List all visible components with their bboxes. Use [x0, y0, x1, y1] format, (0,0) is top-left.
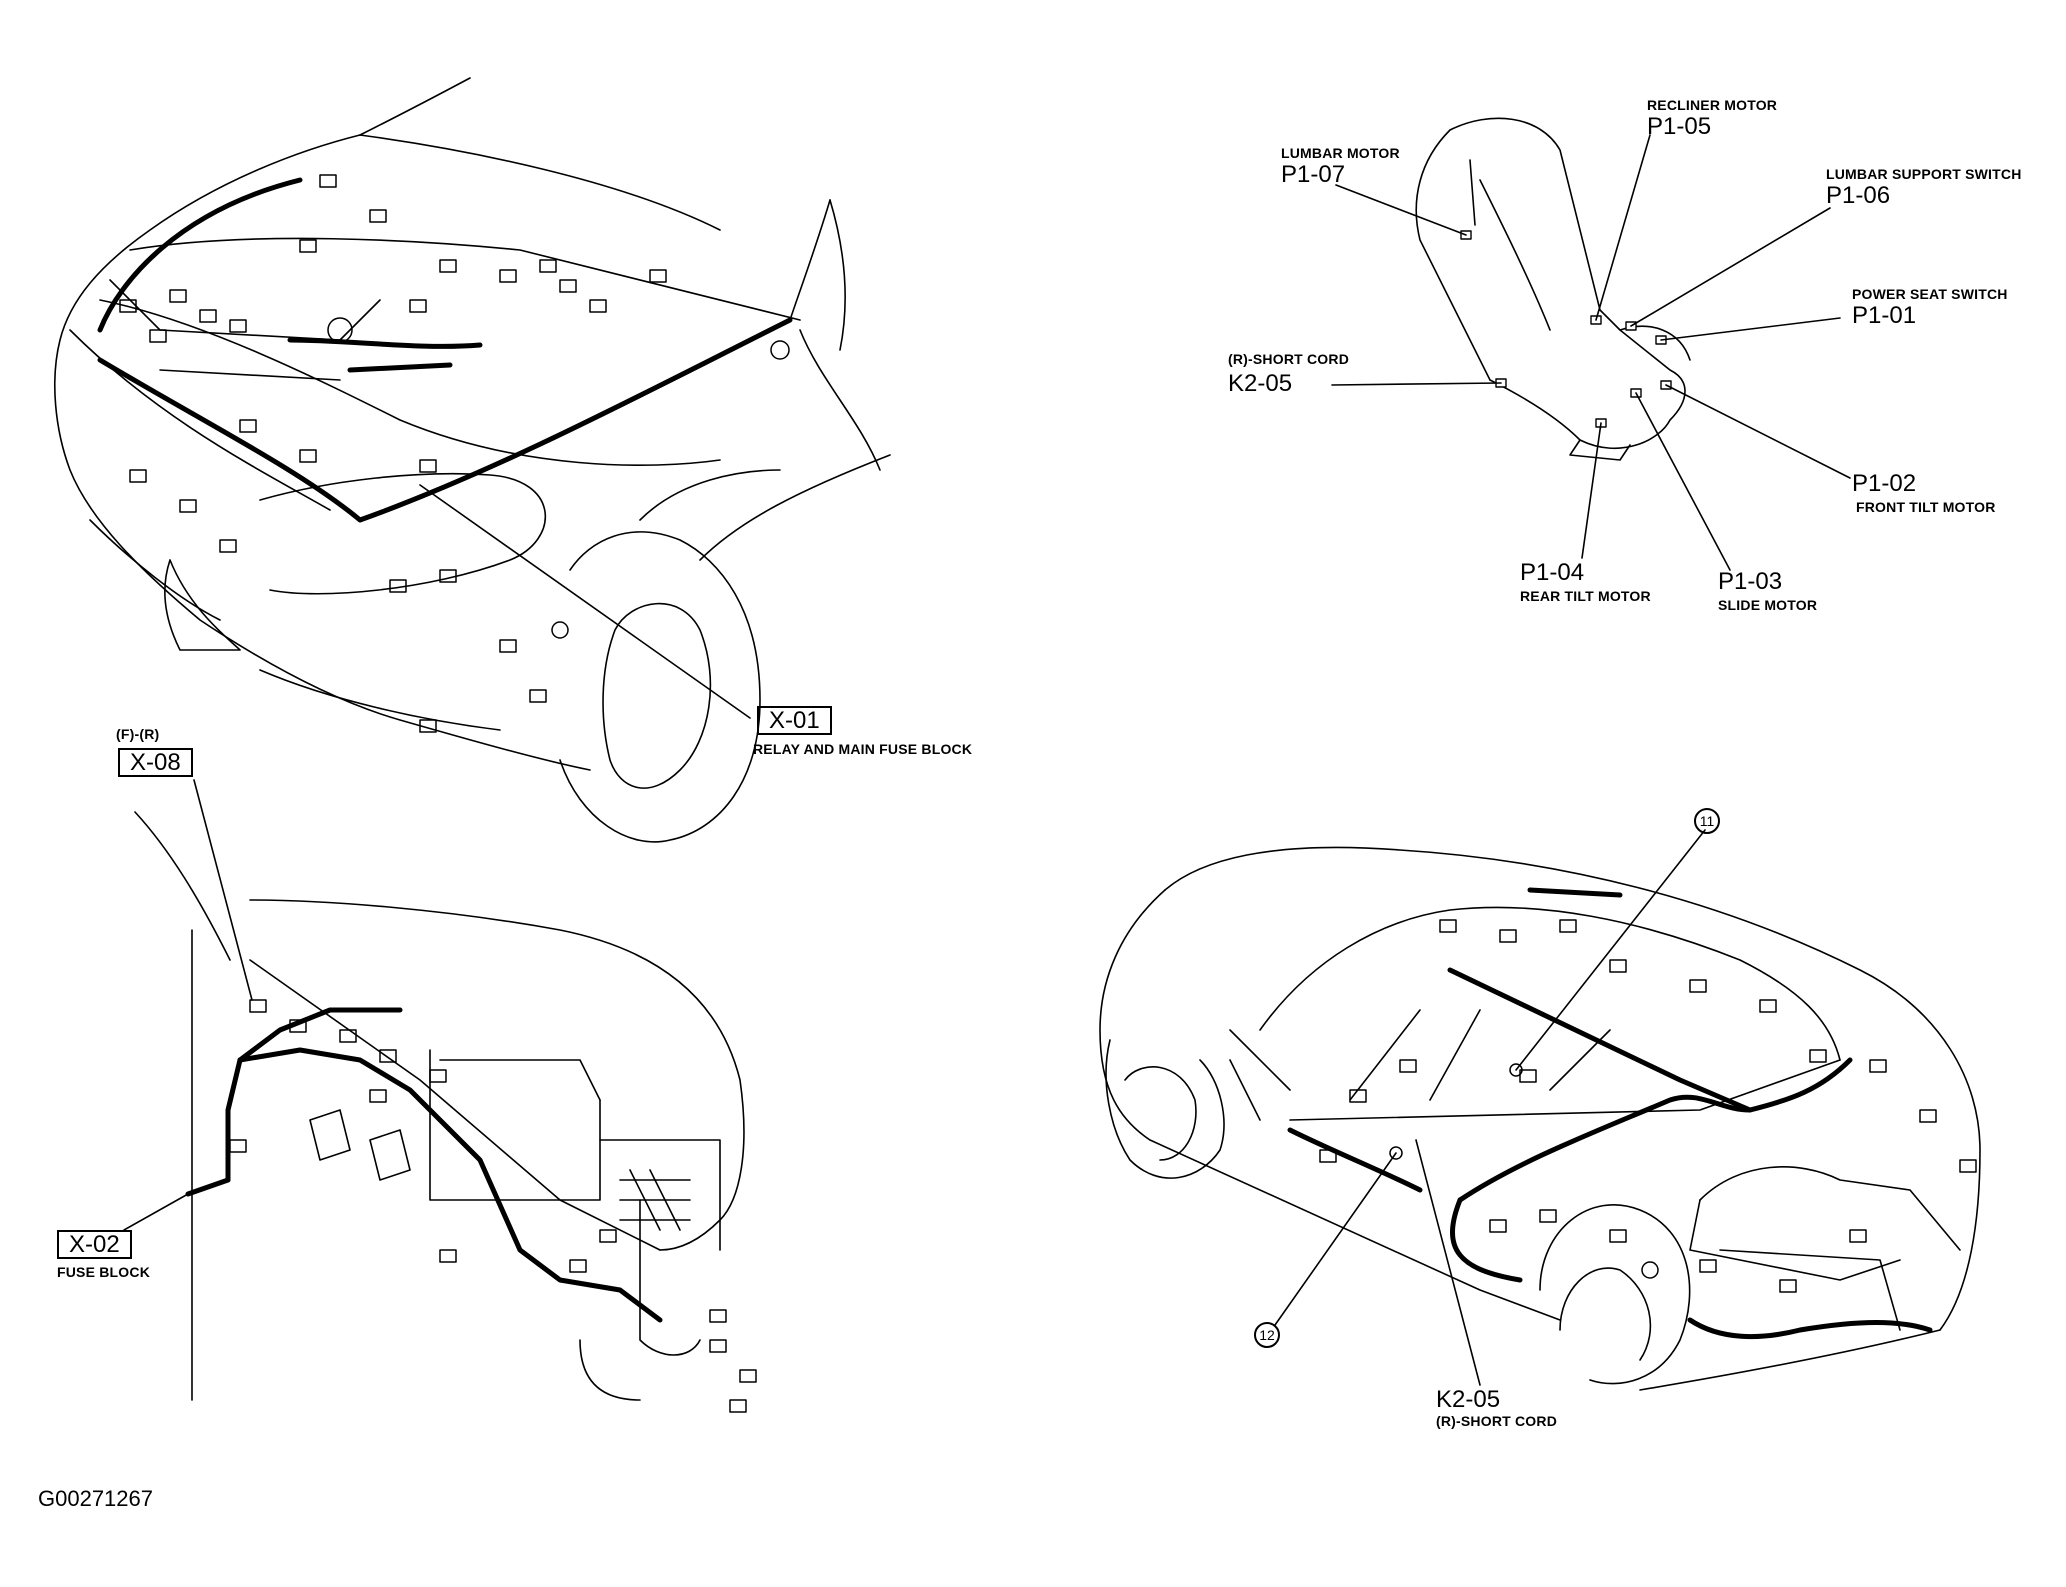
- seat-drawing: [1415, 117, 1691, 461]
- p104-code: P1-04: [1520, 559, 1585, 586]
- dashboard-drawing: [134, 811, 745, 1401]
- p101-code: P1-01: [1852, 302, 1917, 329]
- p103-desc: SLIDE MOTOR: [1718, 597, 1818, 613]
- dashboard-connectors: [229, 999, 757, 1413]
- vehicle-leaders: [1274, 829, 1706, 1386]
- p102-desc: FRONT TILT MOTOR: [1856, 499, 1996, 515]
- figure-id: G00271267: [38, 1486, 153, 1511]
- x01-leader: [419, 484, 751, 719]
- x02-code: X-02: [57, 1230, 132, 1259]
- engine-connectors: [119, 174, 790, 733]
- p106-code: P1-06: [1826, 182, 1891, 209]
- x02-desc: FUSE BLOCK: [57, 1264, 150, 1280]
- p107-code: P1-07: [1281, 161, 1346, 188]
- p105-code: P1-05: [1647, 113, 1712, 140]
- x01-desc: RELAY AND MAIN FUSE BLOCK: [753, 741, 973, 757]
- k205-car-desc: (R)-SHORT CORD: [1436, 1413, 1558, 1429]
- vehicle-connectors: [1319, 919, 1977, 1293]
- callout-12: 12: [1254, 1322, 1280, 1348]
- p107-desc: LUMBAR MOTOR: [1281, 145, 1400, 161]
- x08-prefix: (F)-(R): [116, 726, 160, 742]
- vehicle-drawing: [1099, 846, 1981, 1391]
- p105-desc: RECLINER MOTOR: [1647, 97, 1778, 113]
- engine-harness: [97, 177, 793, 523]
- seat-connectors: [1460, 230, 1672, 428]
- p102-code: P1-02: [1852, 470, 1917, 497]
- callout-11: 11: [1694, 808, 1720, 834]
- dashboard-harness: [185, 1007, 663, 1323]
- k205-seat-code: K2-05: [1228, 370, 1293, 397]
- x08-code: X-08: [118, 748, 193, 777]
- x01-code: X-01: [757, 706, 832, 735]
- p101-desc: POWER SEAT SWITCH: [1852, 286, 2008, 302]
- engine-bay-drawing: [54, 77, 891, 843]
- p106-desc: LUMBAR SUPPORT SWITCH: [1826, 166, 2022, 182]
- k205-car-code: K2-05: [1436, 1386, 1501, 1413]
- dashboard-leaders: [123, 779, 253, 1231]
- p104-desc: REAR TILT MOTOR: [1520, 588, 1651, 604]
- seat-leaders: [1331, 134, 1851, 571]
- p103-code: P1-03: [1718, 568, 1783, 595]
- k205-seat-desc: (R)-SHORT CORD: [1228, 351, 1350, 367]
- vehicle-harness: [1287, 887, 1933, 1339]
